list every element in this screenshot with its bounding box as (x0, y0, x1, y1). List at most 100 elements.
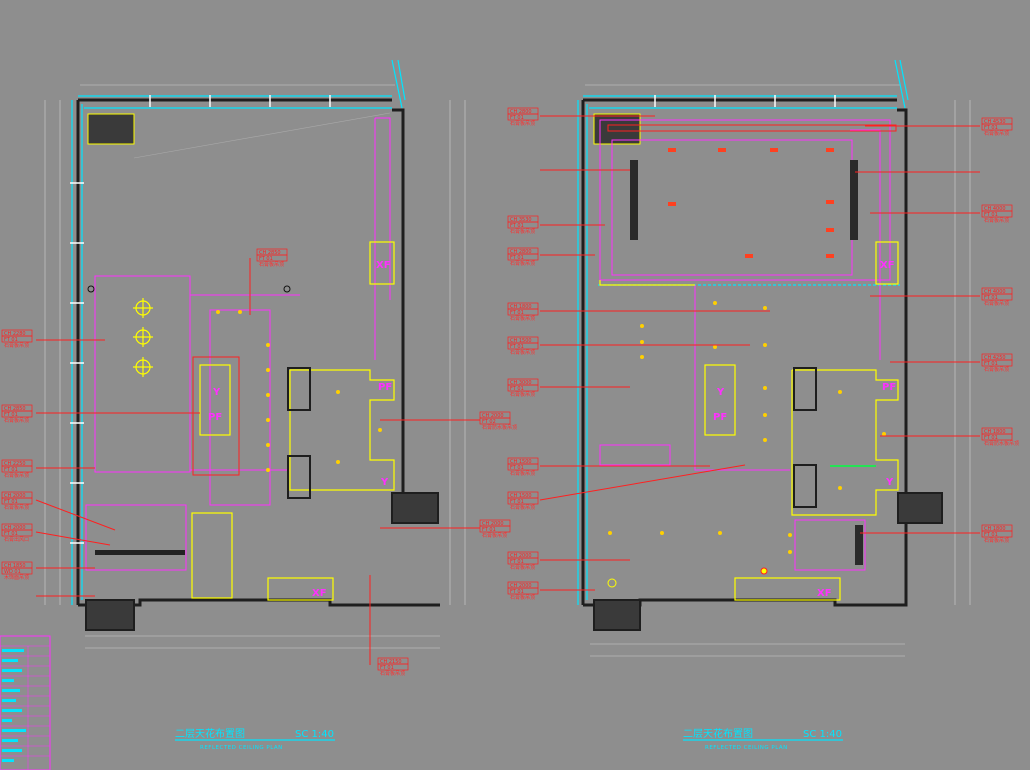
svg-text:石膏板吊顶: 石膏板吊顶 (510, 315, 535, 322)
svg-text:FT 01: FT 01 (4, 337, 18, 343)
svg-text:CH 2800: CH 2800 (510, 249, 532, 255)
downlight-icons (216, 310, 382, 472)
svg-text:FT 01: FT 01 (510, 255, 524, 261)
xf-label: XF (376, 260, 391, 271)
y-label-b: Y (212, 387, 221, 398)
svg-text:FT 01: FT 01 (510, 115, 524, 121)
svg-text:FT 01: FT 01 (482, 527, 496, 533)
plan-scale: SC 1:40 (803, 729, 842, 740)
svg-text:FT 01: FT 01 (984, 125, 998, 131)
svg-text:CH 2000: CH 2000 (4, 525, 26, 531)
svg-text:FT 01: FT 01 (510, 344, 524, 350)
svg-text:石膏板吊顶: 石膏板吊顶 (510, 391, 535, 398)
pf-label: PF (882, 382, 896, 393)
svg-text:FT 01: FT 01 (4, 531, 18, 537)
svg-text:石膏板吊顶: 石膏板吊顶 (259, 261, 284, 268)
plan-title: 二层天花布置图 (175, 727, 245, 740)
svg-text:CH 2000: CH 2000 (510, 583, 532, 589)
svg-text:CH 2850: CH 2850 (259, 250, 281, 256)
svg-text:石膏防水板吊顶: 石膏防水板吊顶 (984, 440, 1019, 447)
svg-text:FT 01: FT 01 (510, 465, 524, 471)
svg-text:石膏板吊顶: 石膏板吊顶 (4, 472, 29, 479)
svg-text:石膏板吊顶: 石膏板吊顶 (984, 130, 1009, 137)
svg-text:WD 01: WD 01 (4, 569, 21, 575)
spotlight-icons (668, 148, 834, 258)
svg-text:石膏板吊顶: 石膏板吊顶 (510, 504, 535, 511)
svg-text:CH 1800: CH 1800 (984, 429, 1006, 435)
svg-text:CH 2250: CH 2250 (4, 461, 26, 467)
svg-text:石膏板吊顶: 石膏板吊顶 (482, 532, 507, 539)
svg-text:石膏板吊顶: 石膏板吊顶 (984, 217, 1009, 224)
svg-text:石膏板吊顶: 石膏板吊顶 (510, 228, 535, 235)
y-label: Y (380, 477, 389, 488)
svg-text:CH 2000: CH 2000 (482, 413, 504, 419)
svg-text:CH 4530: CH 4530 (984, 119, 1006, 125)
svg-text:FT 01: FT 01 (984, 295, 998, 301)
xf-label-b: XF (817, 588, 832, 599)
svg-text:石膏板吊顶: 石膏板吊顶 (984, 300, 1009, 307)
xf-label-b: XF (312, 588, 327, 599)
pf-label-b: PF (713, 412, 727, 423)
chandelier-icons (133, 298, 153, 377)
svg-text:CH 1850: CH 1850 (4, 563, 26, 569)
svg-text:石膏板吊顶: 石膏板吊顶 (510, 470, 535, 477)
plan-title: 二层天花布置图 (683, 727, 753, 740)
plan-subtitle: REFLECTED CEILING PLAN (200, 745, 283, 751)
svg-text:CH 1500: CH 1500 (510, 459, 532, 465)
svg-text:FT 02: FT 02 (482, 419, 496, 425)
svg-text:FT 01: FT 01 (259, 256, 273, 262)
svg-text:CH 4000: CH 4000 (984, 206, 1006, 212)
svg-text:CH 2000: CH 2000 (510, 553, 532, 559)
svg-text:CH 2000: CH 2000 (4, 493, 26, 499)
y-label-b: Y (716, 387, 725, 398)
svg-text:CH 1800: CH 1800 (510, 304, 532, 310)
svg-text:石膏板吊顶: 石膏板吊顶 (984, 537, 1009, 544)
svg-text:CH 4000: CH 4000 (984, 289, 1006, 295)
svg-text:CH 4250: CH 4250 (984, 355, 1006, 361)
downlight-icons (608, 301, 886, 554)
svg-text:石膏板吊顶: 石膏板吊顶 (984, 366, 1009, 373)
left-plan: XF PF Y Y PF XF (1, 59, 517, 751)
legend-table (0, 635, 51, 770)
svg-text:CH 2000: CH 2000 (482, 521, 504, 527)
svg-text:石膏板吊顶: 石膏板吊顶 (510, 564, 535, 571)
svg-text:CH 1500: CH 1500 (510, 493, 532, 499)
svg-text:FT 01: FT 01 (984, 361, 998, 367)
svg-text:FT 01: FT 01 (510, 386, 524, 392)
svg-text:石膏板吊顶: 石膏板吊顶 (510, 260, 535, 267)
plan-scale: SC 1:40 (295, 729, 334, 740)
svg-text:CH 2280: CH 2280 (4, 331, 26, 337)
svg-text:FT 01: FT 01 (4, 412, 18, 418)
y-label: Y (885, 477, 894, 488)
svg-text:FT 01: FT 01 (510, 589, 524, 595)
svg-text:石膏出风口: 石膏出风口 (4, 536, 29, 543)
svg-text:石膏板吊顶: 石膏板吊顶 (510, 120, 535, 127)
plan-subtitle: REFLECTED CEILING PLAN (705, 745, 788, 751)
svg-text:石膏板吊顶: 石膏板吊顶 (4, 504, 29, 511)
svg-text:FT 01: FT 01 (4, 499, 18, 505)
svg-text:石膏防水板吊顶: 石膏防水板吊顶 (482, 424, 517, 431)
svg-text:CH 1500: CH 1500 (510, 338, 532, 344)
svg-text:FT 01: FT 01 (984, 532, 998, 538)
